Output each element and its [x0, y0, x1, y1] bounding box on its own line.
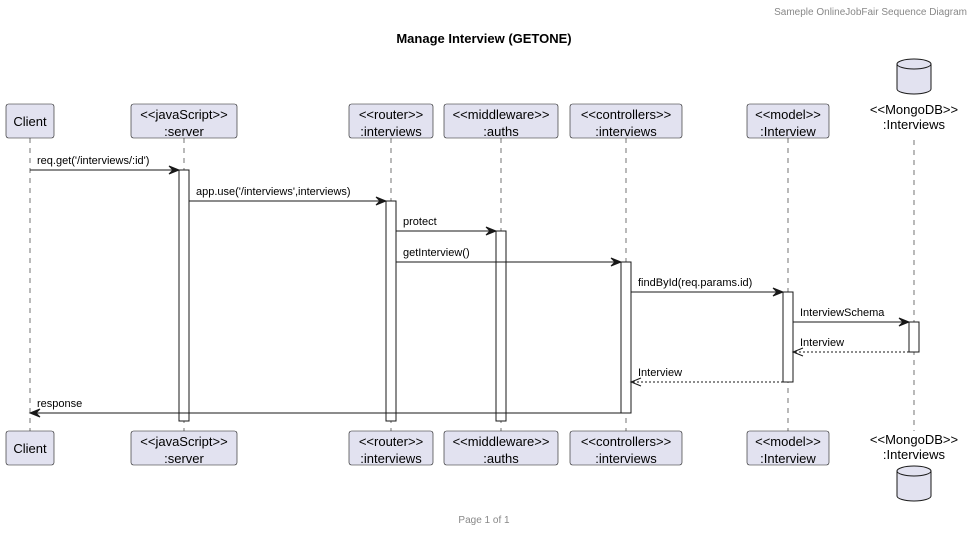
participant-box: [443, 103, 559, 139]
participant-label: :auths: [483, 451, 519, 466]
message-label: req.get('/interviews/:id'): [37, 155, 149, 167]
participant-db-bottom: <<MongoDB>>:Interviews: [870, 432, 958, 502]
filled-arrowhead-icon: [772, 287, 785, 297]
participant-label: :server: [164, 451, 204, 466]
diagram-title: Manage Interview (GETONE): [396, 31, 571, 46]
participant-auths-top: <<middleware>> :auths: [443, 103, 559, 139]
participant-label: :Interview: [760, 124, 816, 139]
participant-label: :interviews: [360, 124, 422, 139]
message-8: Interview: [629, 367, 783, 387]
activations: [178, 169, 920, 422]
model-activation-bar: [782, 291, 794, 383]
message-2: app.use('/interviews',interviews): [189, 186, 388, 206]
participant-box: [569, 430, 683, 466]
participant-label: :Interview: [760, 451, 816, 466]
diagram-header: Sameple OnlineJobFair Sequence Diagram: [774, 7, 967, 18]
participant-client-top: Client: [5, 103, 55, 139]
message-3: protect: [396, 216, 498, 236]
participant-box: [443, 430, 559, 466]
router-activation-bar: [385, 200, 397, 422]
participant-label: :interviews: [360, 451, 422, 466]
filled-arrowhead-icon: [375, 196, 388, 206]
participant-label: <<model>>: [755, 107, 821, 122]
message-label: findById(req.params.id): [638, 277, 752, 289]
open-arrowhead-icon: [629, 377, 642, 387]
message-label: Interview: [800, 337, 844, 349]
controllers-activation-bar: [620, 261, 632, 414]
page-footer: Page 1 of 1: [458, 515, 510, 526]
participant-router-bottom: <<router>> :interviews: [348, 430, 434, 466]
filled-arrowhead-icon: [28, 408, 41, 418]
auths-activation-bar: [495, 230, 507, 422]
message-label: Interview: [638, 367, 682, 379]
participant-label: :interviews: [595, 124, 657, 139]
participant-box: [348, 103, 434, 139]
participant-box: [5, 103, 55, 139]
participant-box: [348, 430, 434, 466]
participant-label: <<javaScript>>: [140, 434, 227, 449]
participant-label: <<MongoDB>>: [870, 102, 958, 117]
message-1: req.get('/interviews/:id'): [30, 155, 181, 175]
message-label: app.use('/interviews',interviews): [196, 186, 351, 198]
participant-client-bottom: Client: [5, 430, 55, 466]
message-6: InterviewSchema: [793, 307, 911, 327]
participant-box: [746, 103, 830, 139]
message-label: response: [37, 398, 82, 410]
participant-label: <<controllers>>: [581, 434, 671, 449]
participant-db-top: <<MongoDB>>:Interviews: [870, 58, 958, 132]
participant-box: [130, 103, 238, 139]
server-activation-bar: [178, 169, 190, 422]
message-label: InterviewSchema: [800, 307, 885, 319]
message-9: response: [28, 398, 621, 418]
message-5: findById(req.params.id): [631, 277, 785, 297]
participant-label: <<controllers>>: [581, 107, 671, 122]
participant-auths-bottom: <<middleware>> :auths: [443, 430, 559, 466]
open-arrowhead-icon: [791, 347, 804, 357]
participant-label: <<middleware>>: [453, 434, 550, 449]
participant-label: <<javaScript>>: [140, 107, 227, 122]
participants: ClientClient<<javaScript>>:server<<javaS…: [5, 58, 958, 502]
filled-arrowhead-icon: [168, 165, 181, 175]
participant-label: <<model>>: [755, 434, 821, 449]
participant-box: [5, 430, 55, 466]
participant-controllers-bottom: <<controllers>> :interviews: [569, 430, 683, 466]
participant-label: Client: [13, 441, 47, 456]
participant-model-bottom: <<model>> :Interview: [746, 430, 830, 466]
participant-server-bottom: <<javaScript>> :server: [130, 430, 238, 466]
db-activation-bar: [908, 321, 920, 353]
database-icon-top: [896, 58, 932, 70]
filled-arrowhead-icon: [610, 257, 623, 267]
database-icon: [896, 64, 932, 95]
participant-box: [130, 430, 238, 466]
participant-label: :interviews: [595, 451, 657, 466]
participant-label: Client: [13, 114, 47, 129]
message-7: Interview: [791, 337, 909, 357]
participant-label: <<MongoDB>>: [870, 432, 958, 447]
lifelines: [29, 138, 915, 431]
participant-model-top: <<model>> :Interview: [746, 103, 830, 139]
participant-label: <<router>>: [359, 107, 423, 122]
messages: req.get('/interviews/:id') app.use('/inte…: [28, 155, 911, 418]
participant-box: [746, 430, 830, 466]
participant-box: [569, 103, 683, 139]
participant-label: :auths: [483, 124, 519, 139]
message-label: protect: [403, 216, 437, 228]
participant-router-top: <<router>> :interviews: [348, 103, 434, 139]
participant-label: :Interviews: [883, 117, 946, 132]
participant-label: <<router>>: [359, 434, 423, 449]
participant-controllers-top: <<controllers>> :interviews: [569, 103, 683, 139]
participant-label: :Interviews: [883, 447, 946, 462]
message-4: getInterview(): [396, 247, 623, 267]
participant-label: <<middleware>>: [453, 107, 550, 122]
filled-arrowhead-icon: [898, 317, 911, 327]
database-icon-top: [896, 465, 932, 477]
participant-server-top: <<javaScript>> :server: [130, 103, 238, 139]
message-label: getInterview(): [403, 247, 470, 259]
participant-label: :server: [164, 124, 204, 139]
filled-arrowhead-icon: [485, 226, 498, 236]
database-icon: [896, 471, 932, 502]
